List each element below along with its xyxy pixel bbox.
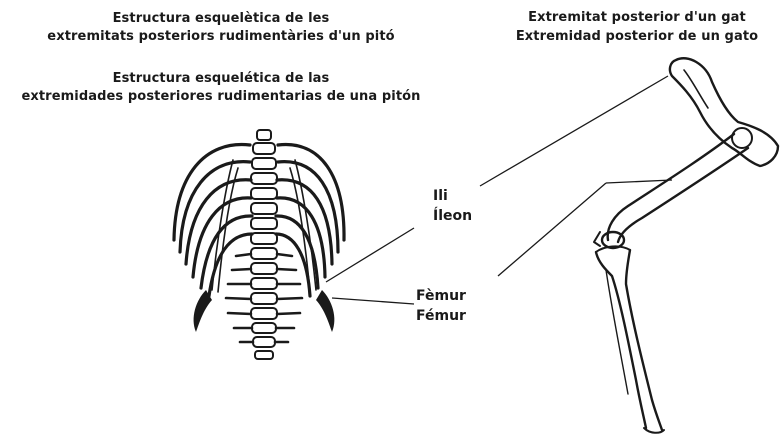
leader-lines: [326, 76, 672, 304]
femur-leader-python: [332, 298, 414, 304]
cat-pelvis: [670, 58, 778, 166]
femur-leader-cat: [498, 183, 606, 276]
cat-femur: [594, 134, 748, 248]
python-rudimentary-hindlimbs: [194, 290, 335, 332]
ilium-leader-python: [326, 228, 414, 282]
python-skeleton: [174, 130, 344, 359]
cat-tibia-fibula: [596, 246, 664, 432]
ilium-leader-cat: [480, 76, 668, 186]
python-transverse-processes: [226, 254, 302, 342]
cat-hindlimb-skeleton: [594, 58, 778, 433]
python-ribs-right: [276, 145, 344, 296]
python-vertebral-column: [251, 130, 277, 359]
